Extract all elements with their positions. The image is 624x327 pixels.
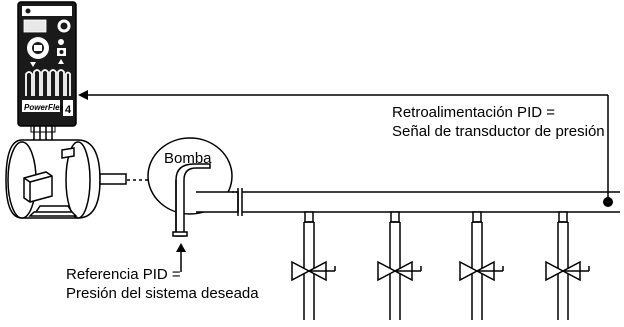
branch-2	[377, 211, 422, 320]
reference-arrowhead	[176, 243, 186, 252]
pump-label: Bomba	[164, 150, 212, 167]
drive-brand: PowerFlex	[24, 103, 65, 112]
branch-4	[545, 211, 590, 320]
main-pipe	[232, 191, 620, 213]
feedback-loop	[86, 94, 609, 200]
drive-model: 4	[65, 104, 72, 116]
drive-unit: PowerFlex 4	[17, 1, 77, 127]
pressure-transducer	[603, 197, 613, 207]
reference-label-line1: Referencia PID =	[66, 266, 181, 283]
feedback-arrowhead	[78, 90, 88, 100]
pump	[147, 137, 243, 237]
branch-1	[291, 211, 336, 320]
reference-label-line2: Presión del sistema deseada	[66, 285, 259, 302]
feedback-label-line2: Señal de transductor de presión	[392, 123, 605, 140]
feedback-label-line1: Retroalimentación PID =	[392, 104, 555, 121]
motor	[5, 139, 127, 219]
drive-cooling-fins	[25, 69, 71, 96]
branch-3	[459, 211, 504, 320]
